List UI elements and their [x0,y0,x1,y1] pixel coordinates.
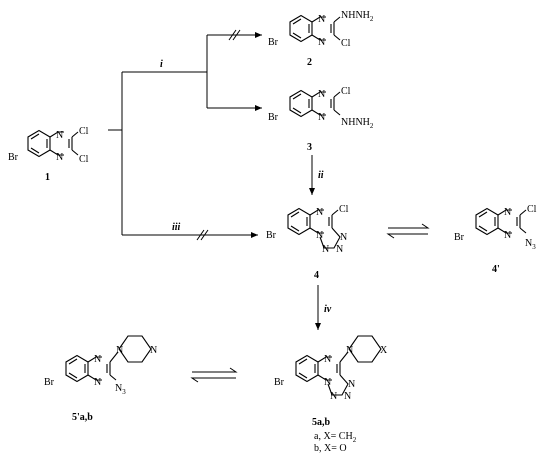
legend-b: b, X= O [314,443,347,454]
atom-n: N [318,112,325,123]
compound-4-prime: N N Cl N3 Br 4' [454,204,537,275]
atom-n: N [504,207,511,218]
compound-2: N N NHNH2 Cl Br 2 [268,10,374,68]
compound-label-1: 1 [45,172,50,183]
substituent-hydrazine: NHNH2 [341,117,374,130]
atom-n: N [316,230,323,241]
substituent-br: Br [266,230,277,241]
atom-n: N [344,391,351,402]
atom-n: N [346,345,353,356]
atom-n: N [56,130,63,141]
substituent-hydrazine: NHNH2 [341,10,374,23]
reaction-arrows: i iii ii iv [108,29,430,383]
compound-label-2: 2 [307,57,312,68]
piperazine-ring [348,335,382,363]
atom-x: X [380,345,388,356]
substituent-br: Br [44,377,55,388]
compound-3: N N Cl NHNH2 Br 3 [268,86,374,153]
condition-i: i [160,59,163,70]
compound-4: N N Cl N N N Br 4 [266,204,349,281]
substituent-br: Br [274,377,285,388]
condition-ii: ii [318,170,324,181]
substituent-br: Br [268,112,279,123]
atom-n: N [322,244,329,255]
atom-n: N [324,377,331,388]
compound-label-4-prime: 4' [492,264,500,275]
substituent-cl: Cl [527,204,537,215]
atom-n: N [318,89,325,100]
substituent-br: Br [454,232,465,243]
compound-label-3: 3 [307,142,312,153]
atom-n: N [116,345,123,356]
compound-label-5-prime: 5'a,b [72,412,93,423]
piperazine-ring [118,335,152,363]
substituent-br: Br [268,37,279,48]
atom-n: N [340,232,347,243]
substituent-cl: Cl [339,204,349,215]
compound-5: N N N X N N N Br 5a,b a, X= CH2 b, X= O [274,335,388,454]
substituent-cl: Cl [79,126,89,137]
atom-n: N [504,230,511,241]
atom-n: N [150,345,157,356]
substituent-cl: Cl [341,38,351,49]
legend-a: a, X= CH2 [314,431,357,444]
atom-n: N [336,244,343,255]
substituent-azide: N3 [525,238,536,251]
condition-iv: iv [324,304,332,315]
atom-n: N [324,354,331,365]
compound-label-5: 5a,b [312,417,331,428]
atom-n: N [330,391,337,402]
substituent-br: Br [8,152,19,163]
compound-5-prime: N N N3 N N Br 5'a,b [44,335,157,423]
condition-iii: iii [172,222,181,233]
atom-n: N [318,14,325,25]
atom-n: N [94,377,101,388]
atom-n: N [316,207,323,218]
atom-n: N [318,37,325,48]
compound-label-4: 4 [314,270,319,281]
substituent-cl: Cl [341,86,351,97]
atom-n: N [348,379,355,390]
atom-n: N [94,354,101,365]
substituent-azide: N3 [115,383,126,396]
substituent-cl: Cl [79,154,89,165]
atom-n: N [56,152,63,163]
compound-1: N N Cl Cl Br 1 [8,126,89,183]
